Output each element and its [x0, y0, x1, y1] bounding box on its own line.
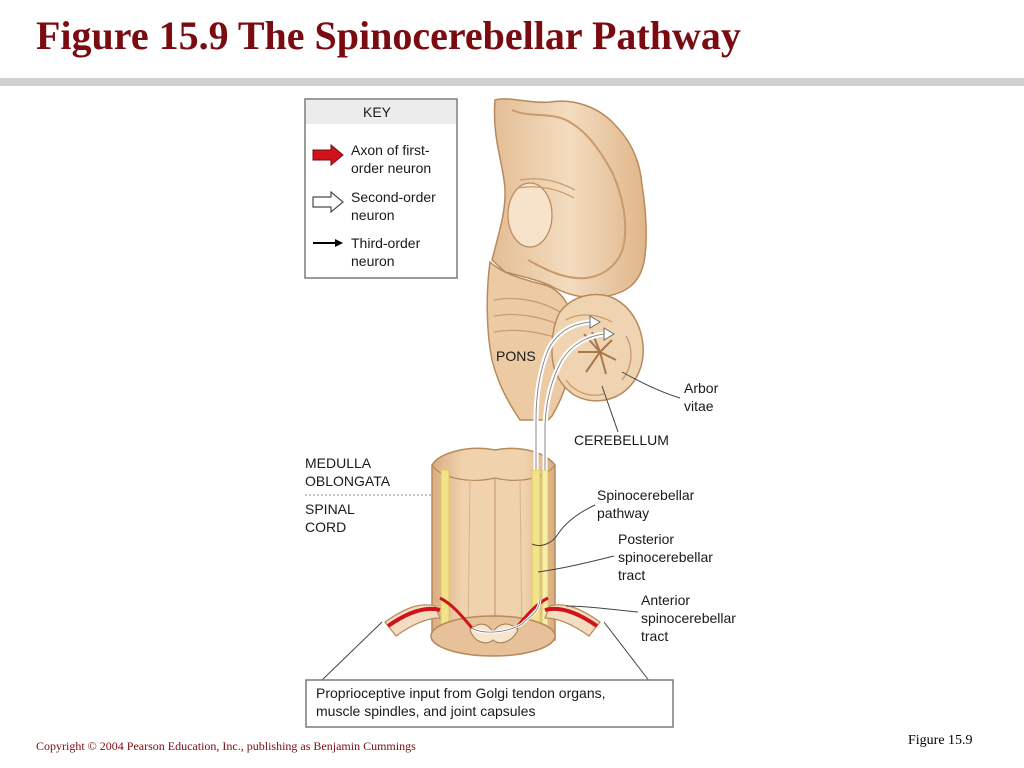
slide-title: Figure 15.9 The Spinocerebellar Pathway [36, 13, 741, 58]
medulla-label: MEDULLA OBLONGATA [305, 455, 391, 489]
title-divider [0, 78, 1024, 86]
ascending-tract-fibers [533, 315, 615, 470]
key-legend: KEY Axon of first- order neuron Second-o… [304, 98, 458, 279]
pathway-line-2: pathway [597, 505, 649, 521]
proprioceptive-input-box: Proprioceptive input from Golgi tendon o… [305, 679, 674, 728]
cerebrum-section [491, 98, 647, 299]
key-item-2-line-2: neuron [351, 207, 395, 223]
arbor-vitae-label: Arbor vitae [684, 380, 719, 414]
arbor-vitae-line-1: Arbor [684, 380, 719, 396]
spinocerebellar-pathway-label: Spinocerebellar pathway [597, 487, 695, 521]
spinal-cord-line-1: SPINAL [305, 501, 355, 517]
key-item-3-line-1: Third-order [351, 235, 421, 251]
pathway-line-1: Spinocerebellar [597, 487, 695, 503]
posterior-line-3: tract [618, 567, 645, 583]
key-item-1-line-2: order neuron [351, 160, 431, 176]
medulla-line-1: MEDULLA [305, 455, 372, 471]
leader-lines [319, 371, 681, 683]
anterior-line-3: tract [641, 628, 668, 644]
spinal-cord-label: SPINAL CORD [305, 501, 355, 535]
hollow-arrow-icon [312, 190, 344, 214]
key-heading: KEY [363, 104, 392, 120]
spinal-cord-column [431, 447, 556, 641]
spinal-cord-line-2: CORD [305, 519, 346, 535]
caption-line-1: Proprioceptive input from Golgi tendon o… [316, 685, 606, 701]
caption-line-2: muscle spindles, and joint capsules [316, 703, 535, 719]
medulla-line-2: OBLONGATA [305, 473, 391, 489]
key-item-2-line-1: Second-order [351, 189, 436, 205]
anterior-line-1: Anterior [641, 592, 690, 608]
red-arrow-icon [312, 143, 344, 167]
black-arrow-icon [313, 239, 343, 247]
anterior-line-2: spinocerebellar [641, 610, 736, 626]
cerebellum-label: CEREBELLUM [574, 432, 669, 448]
posterior-tract-label: Posterior spinocerebellar tract [618, 531, 713, 583]
figure-number: Figure 15.9 [908, 733, 973, 748]
arbor-vitae-line-2: vitae [684, 398, 714, 414]
cerebellum [551, 293, 644, 402]
copyright-notice: Copyright © 2004 Pearson Education, Inc.… [36, 739, 416, 753]
key-item-1-line-1: Axon of first- [351, 142, 430, 158]
posterior-line-1: Posterior [618, 531, 674, 547]
spinal-cord-cross-section [384, 596, 601, 657]
pons-label: PONS [496, 348, 536, 364]
key-item-3-line-2: neuron [351, 253, 395, 269]
anterior-tract-label: Anterior spinocerebellar tract [641, 592, 736, 644]
posterior-line-2: spinocerebellar [618, 549, 713, 565]
